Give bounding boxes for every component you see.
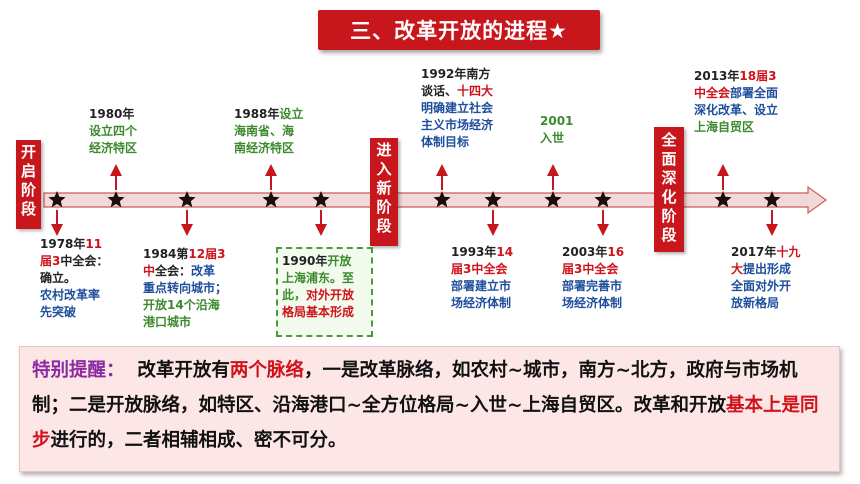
star-marker-icon [107, 191, 125, 208]
event-2003: 2003年16 届3中全会 部署完善市 场经济体制 [562, 245, 625, 310]
event-1988: 1988年设立 海南省、海 南经济特区 [234, 107, 304, 155]
star-marker-icon [714, 191, 732, 208]
stage-deep-char: 阶 [661, 207, 677, 225]
stage-enter-char: 新 [376, 179, 392, 197]
star-marker-icon [544, 191, 562, 208]
star-marker-icon [178, 191, 196, 208]
star-marker-icon [763, 191, 781, 208]
event-1980: 1980年 设立四个 经济特区 [89, 107, 138, 155]
event-1992: 1992年南方 谈话、十四大 明确建立社会 主义市场经济 体制目标 [421, 67, 494, 149]
stage-deep-char: 段 [661, 226, 677, 244]
stage-deep-char: 化 [661, 188, 677, 206]
star-marker-icon [312, 191, 330, 208]
timeline-stars [48, 191, 781, 208]
stage-enter-char: 入 [376, 160, 392, 178]
stage-start-char: 段 [20, 200, 36, 218]
stage-start-char: 阶 [20, 181, 36, 199]
event-2013: 2013年18届3 中全会部署全面 深化改革、设立 上海自贸区 [694, 69, 779, 134]
reminder-part: ，一是改革脉络，如农村~城市，南方~北方，政府与市场机制；二是开放脉络，如特区、… [32, 360, 798, 416]
stage-deep: 全 面 深 化 阶 段 [654, 127, 684, 252]
event-1990-box [276, 247, 373, 337]
stage-start: 开 启 阶 段 [16, 140, 41, 229]
event-2017: 2017年十九 大提出形成 全面对外开 放新格局 [731, 245, 801, 310]
star-marker-icon [433, 191, 451, 208]
stage-enter: 进 入 新 阶 段 [370, 138, 398, 246]
stage-start-char: 开 [20, 143, 36, 161]
stage-deep-char: 全 [661, 131, 677, 149]
timeline-arrow [43, 185, 828, 215]
star-marker-icon [594, 191, 612, 208]
event-1984: 1984第12届3 中全会：改革 重点转向城市； 开放14个沿海 港口城市 [143, 247, 228, 329]
reminder-highlight: 两个脉络 [229, 360, 304, 381]
event-2001: 2001 入世 [540, 114, 574, 145]
reminder-label: 特别提醒： [32, 360, 125, 381]
timeline-ticks [51, 164, 778, 236]
event-1993: 1993年14 届3中全会 部署建立市 场经济体制 [451, 245, 514, 310]
stage-enter-char: 段 [376, 217, 392, 235]
page-title: 三、改革开放的进程★ [318, 10, 600, 50]
stage-deep-char: 深 [661, 169, 677, 187]
star-marker-icon [262, 191, 280, 208]
event-1978: 1978年11 届3中全会： 确立。 农村改革率 先突破 [40, 237, 109, 319]
star-marker-icon [484, 191, 502, 208]
stage-enter-char: 进 [376, 141, 392, 159]
event-1990: 1990年开放 上海浦东。至 此，对外开放 格局基本形成 [282, 254, 355, 319]
reminder-highlight: 基本上是同步 [32, 395, 819, 451]
stage-start-char: 启 [20, 162, 36, 180]
stage-enter-char: 阶 [376, 198, 392, 216]
stage-deep-char: 面 [661, 150, 677, 168]
reminder-box: 特别提醒： 改革开放有两个脉络，一是改革脉络，如农村~城市，南方~北方，政府与市… [19, 346, 840, 472]
reminder-part: 改革开放有 [137, 360, 230, 381]
reminder-text: 特别提醒： 改革开放有两个脉络，一是改革脉络，如农村~城市，南方~北方，政府与市… [20, 347, 839, 464]
star-marker-icon [48, 191, 66, 208]
reminder-part: 进行的，二者相辅相成、密不可分。 [50, 430, 347, 451]
